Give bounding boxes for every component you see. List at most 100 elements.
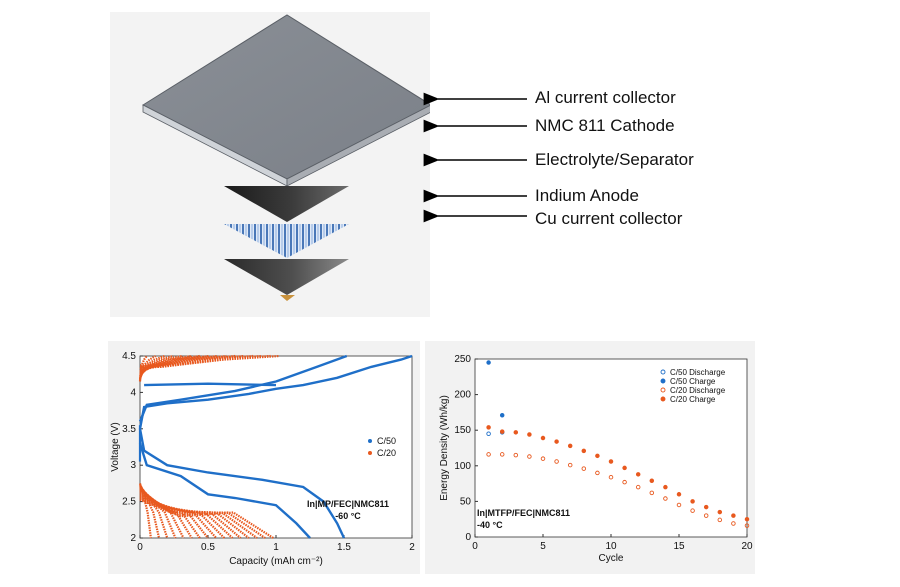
data-point [554,459,559,464]
legend-marker [660,387,666,393]
c20-discharge-curve [139,498,274,539]
x-tick-label: 1 [273,542,279,553]
c20-charge-curve [139,354,280,369]
separator-layer [224,224,349,258]
data-point [567,462,573,468]
data-point [581,448,587,454]
y-tick-label: 50 [460,496,472,507]
label-separator: Electrolyte/Separator [535,150,694,169]
legend-entry: C/50 Charge [670,377,716,386]
y-tick-label: 4.5 [122,351,136,362]
c50-charge-curve [138,354,413,430]
y-tick-label: 2 [130,533,136,544]
legend-marker [660,378,666,384]
c50-discharge-short-curve [138,443,311,539]
data-point [744,516,750,522]
cu-collector-layer [280,295,295,301]
label-cu-collector: Cu current collector [535,209,683,228]
legend-marker [660,396,666,402]
data-point [635,472,641,477]
y-tick-label: 150 [454,425,471,436]
x-tick-label: 2 [409,542,415,553]
data-point [499,452,505,457]
y-tick-label: 3.5 [122,424,136,435]
data-point [513,430,519,435]
data-point [486,360,491,365]
data-point [731,513,736,518]
legend-entry: C/20 Discharge [670,386,726,395]
x-tick-label: 0 [472,541,478,552]
legend-entry: C/50 Discharge [670,368,726,377]
y-axis-label: Energy Density (Wh/kg) [439,395,450,501]
data-point [717,509,723,515]
x-tick-label: 0.5 [201,542,215,553]
cell-stack-diagram [110,12,433,317]
x-tick-label: 20 [741,541,753,552]
y-tick-label: 200 [454,390,471,401]
c20-charge-curve [138,355,157,381]
label-anode: Indium Anode [535,186,639,205]
data-point [554,439,559,444]
chart-annotation-line2: -60 °C [335,511,361,521]
c50-discharge-curve [138,428,346,539]
legend-marker [368,439,372,443]
data-point [649,478,655,484]
y-tick-label: 3 [130,460,136,471]
data-point [540,435,546,441]
data-point [486,431,491,437]
chart-annotation-line1: In|MTFP/FEC|NMC811 [477,508,570,518]
data-point [690,508,695,513]
data-point [676,502,682,508]
c20-charge-curve [138,355,148,382]
legend-entry: C/50 [377,436,396,446]
data-point [499,412,505,418]
data-point [595,470,600,476]
data-point [486,452,491,457]
data-point [581,466,587,471]
data-point [635,484,641,490]
x-tick-label: 10 [605,541,617,552]
c50-plateau-curve [144,382,277,387]
data-point [608,474,614,480]
legend-entry: C/20 [377,448,396,458]
x-axis-label: Cycle [598,553,623,564]
data-point [731,521,736,526]
indium-anode-layer [224,259,349,295]
y-tick-label: 100 [454,461,471,472]
x-tick-label: 0 [137,542,143,553]
cathode-layer [224,186,349,222]
data-point [595,453,600,459]
data-point [608,459,614,464]
data-point [690,499,695,504]
data-point [663,484,668,490]
data-point [486,425,491,430]
x-tick-label: 1.5 [337,542,351,553]
data-point [703,513,709,518]
data-point [622,465,627,471]
y-tick-label: 2.5 [122,497,136,508]
plot-area [139,355,413,539]
x-tick-label: 5 [540,541,546,552]
data-point [676,492,682,497]
label-al-collector: Al current collector [535,88,676,107]
x-tick-label: 15 [673,541,685,552]
legend-marker [660,369,666,375]
label-cathode: NMC 811 Cathode [535,116,675,135]
y-axis-label: Voltage (V) [110,422,121,471]
data-point [703,504,709,510]
data-point [527,454,532,459]
data-point [649,490,655,496]
y-tick-label: 0 [465,532,471,543]
c20-discharge-curve [139,484,169,539]
data-point [567,443,573,449]
data-point [527,432,532,437]
data-point [499,429,505,434]
y-tick-label: 250 [454,354,471,365]
data-point [717,517,723,523]
plot-area [474,358,748,538]
data-point [622,479,627,485]
